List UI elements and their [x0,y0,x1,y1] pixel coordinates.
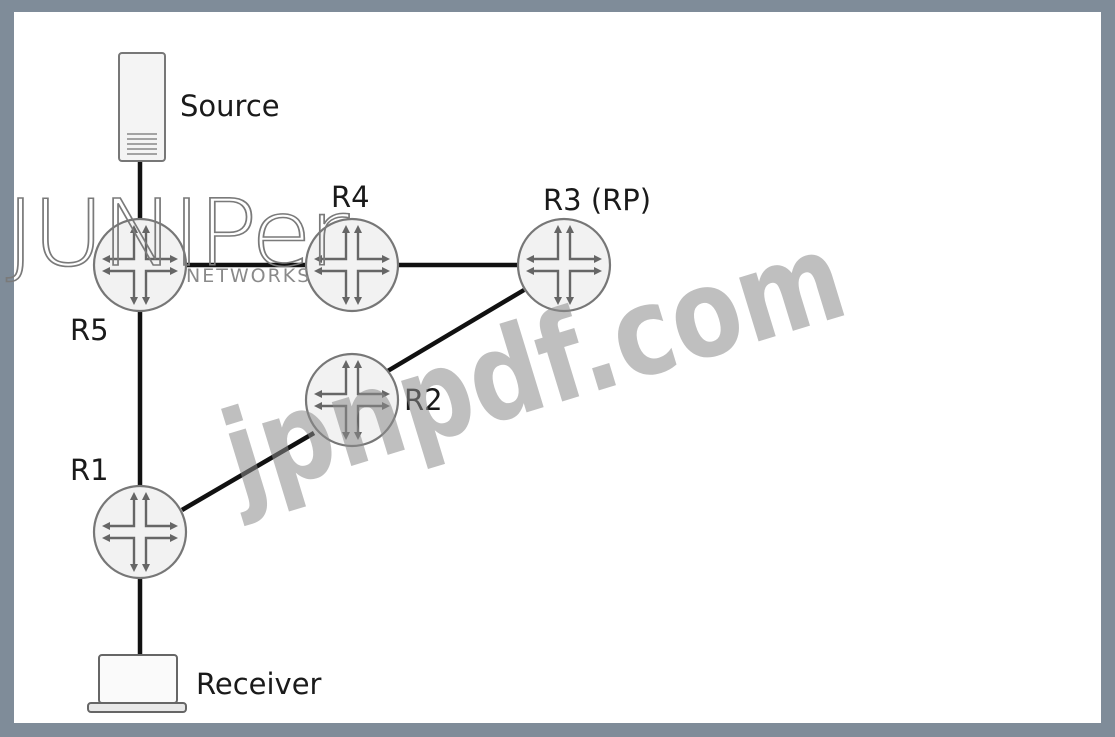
router-r5 [92,217,188,313]
watermark-brand: JUNIPer [6,180,349,287]
router-r3 [516,217,612,313]
router-r1 [92,484,188,580]
label-source: Source [180,89,280,123]
label-r3: R3 (RP) [543,183,651,217]
watermark-brand-sub: NETWORKS [186,265,311,287]
router-r2 [304,352,400,448]
label-r1: R1 [70,453,109,487]
label-r5: R5 [70,313,109,347]
label-r2: R2 [404,383,443,417]
source-server-icon [118,52,166,162]
link-r1-r2 [180,431,316,512]
link-r2-r3 [384,288,526,374]
watermark-juniper-logo: JUNIPer NETWORKS [5,179,353,288]
links [137,162,526,655]
diagram-canvas [14,12,1101,723]
label-receiver: Receiver [196,667,322,701]
router-r4 [304,217,400,313]
receiver-laptop-icon [87,654,187,713]
label-r4: R4 [331,180,370,214]
